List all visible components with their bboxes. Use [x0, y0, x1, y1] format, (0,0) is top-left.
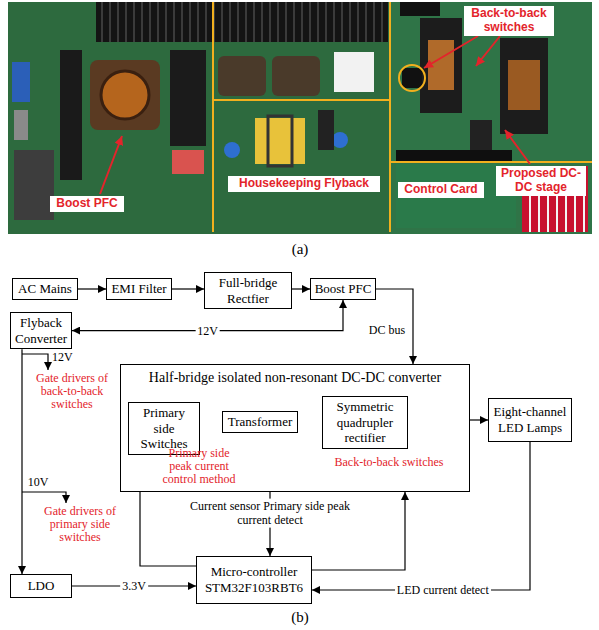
transformer-winding — [428, 40, 454, 90]
edge-label: 3.3V — [120, 579, 148, 593]
pcb-board — [8, 2, 592, 234]
connector — [172, 288, 204, 289]
process-box: Eight-channel LED Lamps — [488, 398, 572, 442]
component — [172, 150, 204, 174]
highlight-circle — [399, 65, 425, 91]
electrolytic-capacitor — [272, 56, 320, 96]
transformer-core — [268, 116, 292, 166]
annotation: Control Card — [398, 182, 484, 198]
branch-arrow — [22, 354, 48, 370]
heatsink — [96, 2, 388, 42]
fuse — [14, 110, 28, 140]
edge-label: 12V — [195, 323, 220, 337]
transformer-winding — [508, 60, 540, 110]
process-box: LDO — [10, 574, 72, 598]
annotation: (b) — [280, 608, 320, 626]
region-outline — [213, 2, 592, 232]
box-text: Half-bridge isolated non-resonant DC-DC … — [124, 370, 466, 387]
process-box: Symmetric quadrupler rectifier — [322, 396, 408, 449]
annotation: Back-to-back switches — [464, 6, 554, 36]
film-capacitor — [334, 52, 374, 92]
connector — [470, 419, 488, 420]
capacitor — [332, 132, 348, 148]
process-box: Micro-controller STM32F103RBT6 — [196, 556, 312, 604]
pointer-arrow — [424, 36, 478, 68]
box-text: Symmetric quadrupler rectifier — [326, 399, 404, 446]
pointer-arrow — [100, 136, 122, 194]
heatsink — [60, 50, 82, 180]
edge-label: 10V — [26, 475, 51, 489]
pcb-board — [390, 2, 592, 234]
box-text: LDO — [14, 578, 68, 594]
connector — [21, 349, 22, 574]
control-card-header — [396, 150, 512, 162]
annotation: Back-to-back switches — [334, 456, 444, 469]
filter-choke — [14, 150, 54, 220]
box-text: AC Mains — [16, 281, 74, 297]
pointer-arrow — [476, 36, 500, 66]
process-box: AC Mains — [12, 278, 78, 300]
box-text: Boost PFC — [314, 281, 372, 297]
component — [470, 120, 492, 150]
dc-dc-transformer — [500, 38, 548, 134]
process-box: Transformer — [222, 411, 298, 433]
edge-label: Current sensor Primary side peak current… — [183, 499, 357, 528]
annotation: Housekeeping Flyback — [228, 176, 380, 192]
annotation: Gate drivers of back-to-back switches — [28, 372, 116, 412]
annotation: Gate drivers of primary side switches — [28, 505, 132, 545]
terminal-block — [12, 62, 30, 102]
annotation: Primary side peak current control method — [156, 447, 242, 487]
component — [318, 110, 334, 150]
electrolytic-capacitor — [218, 56, 266, 96]
process-box: Flyback Converter — [10, 312, 72, 349]
connector — [292, 288, 310, 289]
connector-group — [22, 289, 530, 590]
process-box: EMI Filter — [106, 278, 172, 300]
annotation: Proposed DC-DC stage — [496, 166, 586, 196]
connector — [78, 288, 106, 289]
process-box: Full-bridge Rectfier — [204, 272, 292, 309]
pfc-inductor — [90, 60, 160, 130]
pointer-arrow — [505, 130, 530, 164]
box-text: Micro-controller STM32F103RBT6 — [200, 564, 308, 595]
edge-label: LED current detect — [395, 583, 491, 597]
box-text: Eight-channel LED Lamps — [492, 404, 568, 435]
box-text: Flyback Converter — [14, 315, 68, 346]
edge-label: DC bus — [367, 323, 407, 337]
pfc-inductor-winding — [101, 71, 149, 119]
capacitor — [224, 142, 240, 158]
flyback-transformer — [255, 118, 305, 164]
annotation: 12V — [52, 350, 82, 364]
box-text: Primary side Switches — [132, 405, 196, 452]
annotation: Boost PFC — [50, 196, 124, 212]
box-text: Full-bridge Rectfier — [208, 275, 288, 306]
annotation: (a) — [280, 240, 320, 258]
box-text: Transformer — [226, 414, 294, 430]
process-box: Boost PFC — [310, 278, 376, 300]
pcb-photo — [8, 2, 592, 234]
branch-arrow — [22, 492, 66, 503]
box-text: EMI Filter — [110, 281, 168, 297]
heatsink — [170, 50, 206, 146]
heatsink — [400, 2, 440, 16]
back-to-back-switch — [402, 68, 422, 88]
